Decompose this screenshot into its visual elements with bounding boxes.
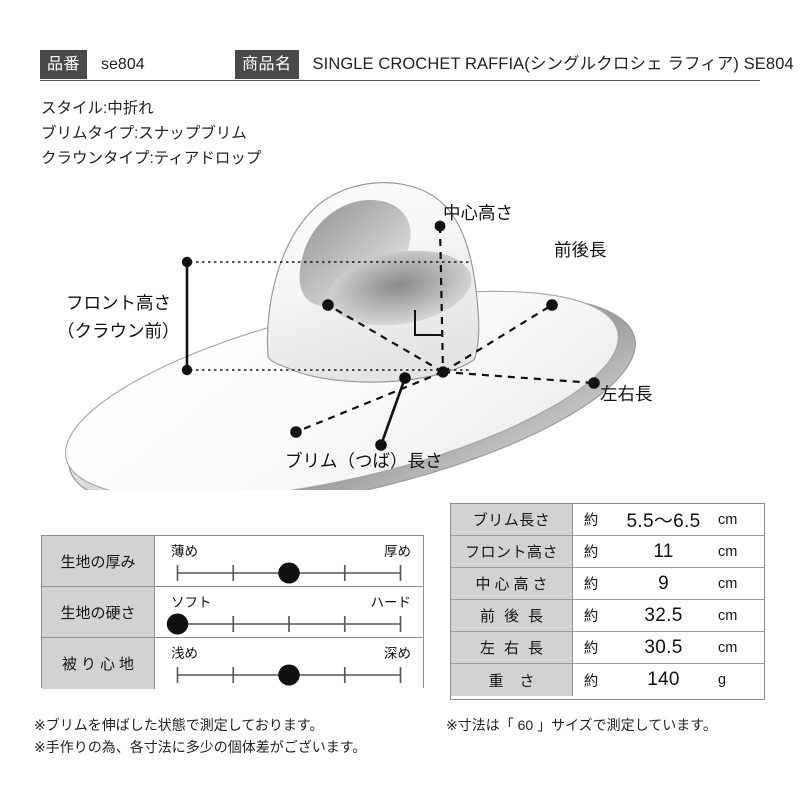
- front-height-top-dot: [181, 256, 193, 268]
- header-row: 品番 se804 商品名 SINGLE CROCHET RAFFIA(シングルク…: [40, 50, 794, 79]
- note-handmade-variance: ※手作りの為、各寸法に多少の個体差がございます。: [34, 739, 367, 755]
- rating-row-thickness: 生地の厚み 薄め 厚め: [42, 536, 423, 587]
- note-measured-size: ※寸法は「 60 」サイズで測定しています。: [446, 717, 717, 733]
- scale-marker-thickness: [278, 562, 300, 584]
- left-right-dot-far: [290, 426, 302, 438]
- table-row: ブリム長さ 約 5.5〜6.5 cm: [451, 504, 764, 536]
- measurement-approx-3: 約: [583, 609, 599, 625]
- front-back-line-a: [442, 304, 553, 373]
- product-code-value: se804: [101, 56, 145, 73]
- hat-diagram: 中心高さ 前後長 左右長 ブリム（つば）長さ フロント高さ （クラウン前）: [0, 160, 800, 490]
- product-header: 品番 se804 商品名 SINGLE CROCHET RAFFIA(シングルク…: [40, 50, 794, 81]
- label-front-back-length: 前後長: [554, 240, 607, 260]
- hat-illustration: [65, 182, 636, 490]
- measurement-approx-4: 約: [583, 641, 599, 657]
- product-code-label: 品番: [40, 50, 88, 79]
- right-angle-marker: [414, 310, 441, 336]
- measurement-table: ブリム長さ 約 5.5〜6.5 cm フロント高さ 約 11 cm 中心高さ 約…: [450, 503, 765, 700]
- front-back-dot-rear: [322, 299, 334, 311]
- brim-length-inner-dot: [399, 372, 411, 384]
- crown-opening: [328, 250, 472, 326]
- scale-low-label-thickness: 薄め: [171, 544, 198, 559]
- rating-label-fit: 被り心地: [42, 638, 155, 689]
- spec-list: スタイル:中折れ ブリムタイプ:スナップブリム クラウンタイプ:ティアドロップ: [41, 96, 461, 171]
- scale-track-fit: [176, 664, 402, 686]
- crown-group: [266, 182, 480, 383]
- left-right-line-b: [295, 370, 444, 434]
- measurement-label-left-right: 左右長: [451, 632, 573, 663]
- measurement-value-front-back: 32.5: [644, 604, 683, 626]
- measurement-value-brim-length: 5.5〜6.5: [626, 511, 701, 532]
- scale-marker-hardness: [166, 613, 189, 635]
- label-brim-length: ブリム（つば）長さ: [285, 451, 443, 471]
- front-height-bottom-dot: [181, 364, 193, 376]
- left-right-dot: [588, 377, 600, 389]
- rating-label-thickness: 生地の厚み: [42, 536, 155, 586]
- scale-high-label-hardness: ハード: [370, 595, 412, 610]
- measurement-value-front-height: 11: [653, 540, 674, 562]
- label-front-height-line2: （クラウン前）: [57, 321, 180, 341]
- scale-low-label-fit: 浅め: [171, 646, 198, 661]
- spec-crown-type: クラウンタイプ:ティアドロップ: [41, 150, 262, 167]
- measurement-label-center-height: 中心高さ: [451, 568, 573, 599]
- center-junction-dot: [437, 366, 449, 378]
- notes-right: ※寸法は「 60 」サイズで測定しています。: [446, 714, 786, 736]
- table-row: フロント高さ 約 11 cm: [451, 536, 764, 568]
- center-height-top-dot: [434, 220, 446, 232]
- rating-row-fit: 被り心地 浅め 深め: [42, 638, 423, 689]
- measurement-unit-0: cm: [718, 511, 738, 528]
- front-back-dot: [546, 299, 558, 311]
- brim-length-line: [379, 377, 407, 446]
- table-row: 中心高さ 約 9 cm: [451, 568, 764, 600]
- measurement-unit-4: cm: [718, 639, 738, 656]
- spec-style: スタイル:中折れ: [41, 100, 154, 117]
- measurement-value-center-height: 9: [658, 572, 669, 594]
- rating-scale-thickness: 薄め 厚め: [155, 536, 423, 586]
- rating-row-hardness: 生地の硬さ ソフト ハード: [42, 587, 423, 638]
- front-back-line-b: [327, 304, 444, 373]
- scale-high-label-fit: 深め: [384, 646, 411, 661]
- scale-low-label-hardness: ソフト: [171, 595, 212, 610]
- rating-scale-hardness: ソフト ハード: [155, 587, 423, 637]
- measurement-approx-2: 約: [583, 577, 599, 593]
- label-left-right-length: 左右長: [600, 384, 653, 404]
- measurement-label-front-height: フロント高さ: [451, 536, 573, 567]
- measurement-label-front-back: 前後長: [451, 600, 573, 631]
- measurement-approx-5: 約: [583, 673, 599, 690]
- spec-brim-type: ブリムタイプ:スナップブリム: [41, 125, 247, 142]
- product-name-label: 商品名: [235, 50, 299, 79]
- measurement-unit-1: cm: [718, 543, 738, 560]
- header-divider: [40, 80, 760, 81]
- table-row: 左右長 約 30.5 cm: [451, 632, 764, 664]
- label-center-height: 中心高さ: [443, 203, 513, 223]
- measurement-label-weight: 重さ: [451, 664, 573, 696]
- measurement-value-left-right: 30.5: [644, 636, 683, 658]
- measurement-unit-2: cm: [718, 575, 738, 592]
- brim-length-outer-dot: [375, 439, 387, 451]
- brim-group: [65, 290, 636, 490]
- rating-scale-fit: 浅め 深め: [155, 638, 423, 689]
- note-brim-stretched: ※ブリムを伸ばした状態で測定しております。: [34, 717, 324, 733]
- measurement-unit-3: cm: [718, 607, 738, 624]
- table-row: 前後長 約 32.5 cm: [451, 600, 764, 632]
- rating-label-hardness: 生地の硬さ: [42, 587, 155, 637]
- fabric-rating-table: 生地の厚み 薄め 厚め 生地の硬さ ソフト ハード: [41, 535, 424, 689]
- label-front-height-line1: フロント高さ: [66, 293, 171, 313]
- table-row: 重さ 約 140 g: [451, 664, 764, 696]
- product-name-value: SINGLE CROCHET RAFFIA(シングルクロシェ ラフィア) SE8…: [312, 55, 794, 73]
- measurement-approx-0: 約: [583, 513, 599, 529]
- scale-track-hardness: [166, 613, 402, 635]
- measurement-value-weight: 140: [647, 669, 680, 690]
- measurement-unit-5: g: [718, 672, 727, 688]
- measurement-approx-1: 約: [583, 545, 599, 561]
- measurement-label-brim-length: ブリム長さ: [451, 504, 573, 535]
- scale-marker-fit: [278, 664, 300, 686]
- scale-track-thickness: [176, 562, 402, 584]
- scale-high-label-thickness: 厚め: [384, 544, 411, 559]
- center-height-line: [438, 225, 445, 373]
- notes-left: ※ブリムを伸ばした状態で測定しております。 ※手作りの為、各寸法に多少の個体差が…: [34, 714, 434, 758]
